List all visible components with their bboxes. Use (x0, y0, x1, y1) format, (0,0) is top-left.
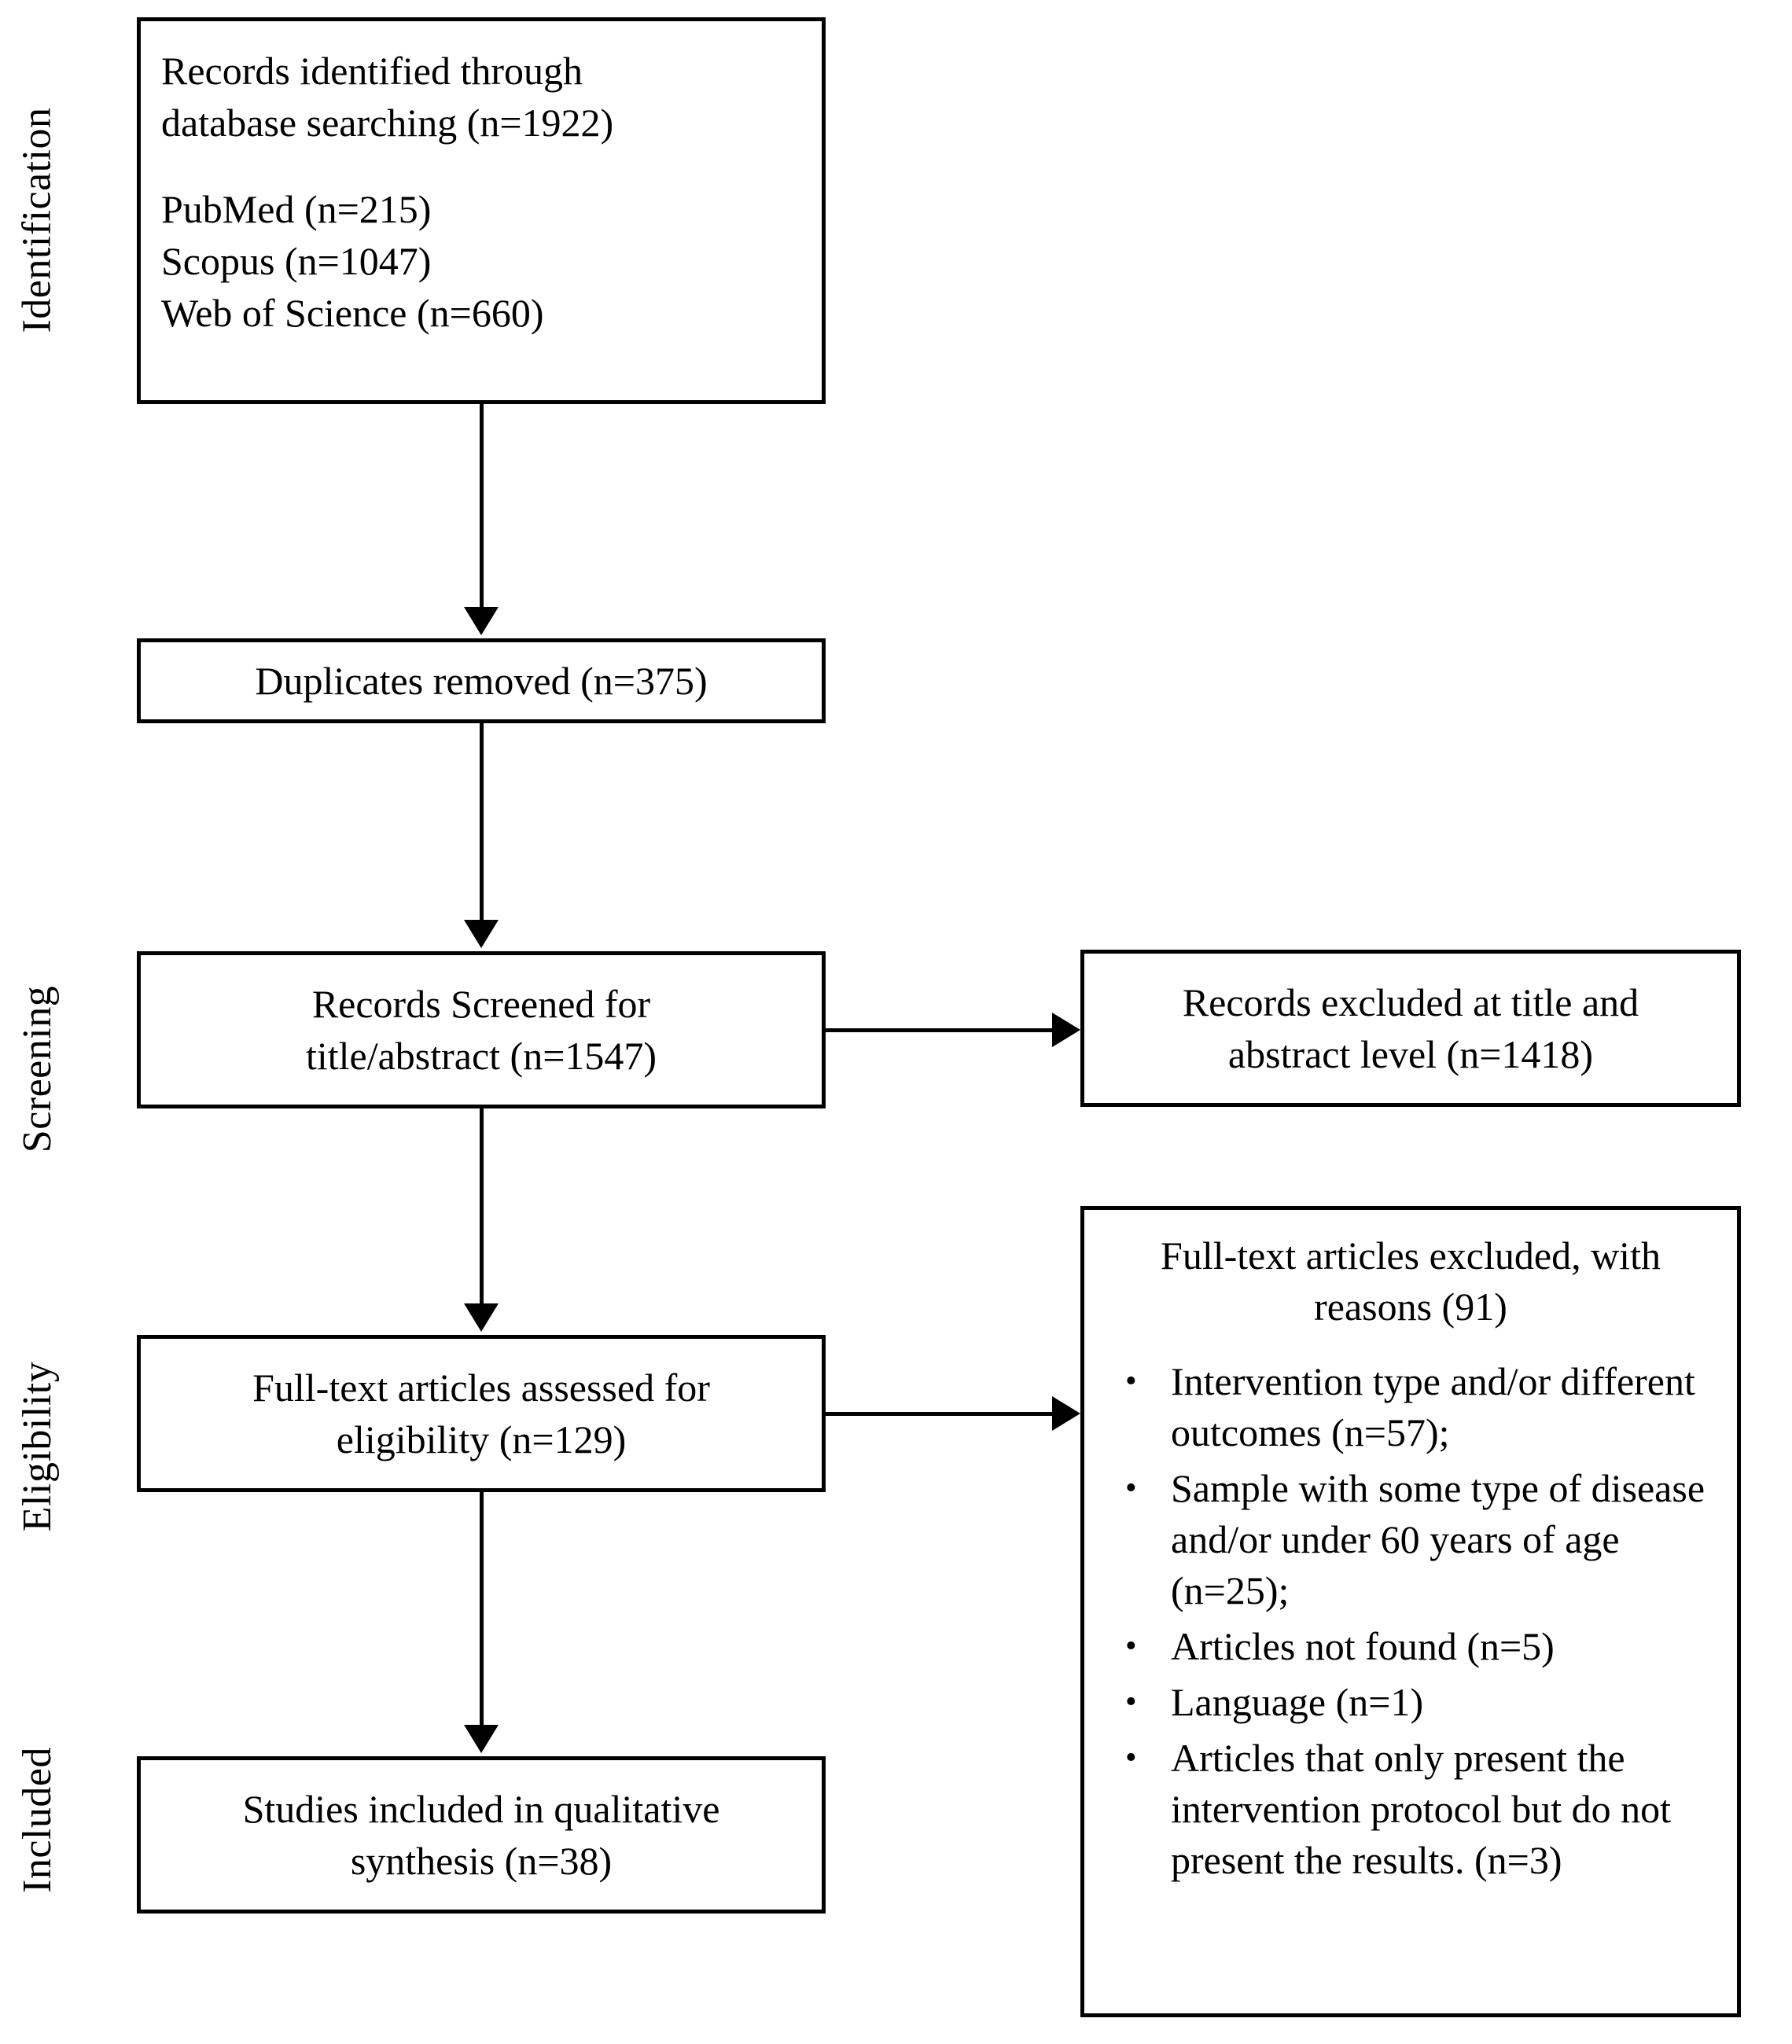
fulltext-assessed-line-1: Full-text articles assessed for (252, 1366, 710, 1410)
list-item: • Language (n=1) (1119, 1677, 1710, 1728)
reason-text: Articles that only present the intervent… (1171, 1736, 1672, 1882)
stage-label-included: Included (0, 1675, 75, 1965)
records-identified-line-1: Records identified through (161, 49, 583, 93)
source-web-of-science: Web of Science (n=660) (161, 291, 544, 335)
fulltext-assessed-line-2: eligibility (n=129) (336, 1417, 627, 1461)
stage-label-screening-text: Screening (15, 985, 60, 1153)
stage-label-included-text: Included (15, 1747, 60, 1893)
arrowhead-screened-to-excluded (1052, 1013, 1080, 1047)
spacer (161, 149, 801, 183)
connector-duplicates-to-screened (480, 723, 484, 921)
stage-label-eligibility-text: Eligibility (15, 1361, 60, 1532)
records-screened-line-1: Records Screened for (311, 982, 651, 1026)
box-studies-included: Studies included in qualitative synthesi… (137, 1756, 826, 1913)
records-excluded-line-2: abstract level (n=1418) (1227, 1032, 1594, 1076)
box-records-screened: Records Screened for title/abstract (n=1… (137, 951, 826, 1108)
stage-label-eligibility: Eligibility (0, 1281, 75, 1612)
bullet-icon: • (1125, 1363, 1137, 1399)
duplicates-removed-line-1: Duplicates removed (n=375) (255, 659, 708, 703)
connector-identified-to-duplicates (480, 404, 484, 608)
box-records-identified: Records identified through database sear… (137, 17, 826, 404)
stage-label-identification-text: Identification (15, 107, 61, 333)
box-fulltext-assessed: Full-text articles assessed for eligibil… (137, 1335, 826, 1492)
arrowhead-duplicates-to-screened (464, 920, 499, 948)
reason-text: Sample with some type of disease and/or … (1171, 1466, 1706, 1612)
bullet-icon: • (1125, 1740, 1137, 1776)
box-fulltext-excluded-reasons: Full-text articles excluded, with reason… (1080, 1206, 1741, 2017)
excluded-reasons-heading-line-2: reasons (91) (1314, 1285, 1507, 1329)
records-identified-line-2: database searching (n=1922) (161, 101, 614, 145)
reason-text: Articles not found (n=5) (1171, 1624, 1555, 1668)
bullet-icon: • (1125, 1628, 1137, 1664)
connector-screened-to-excluded (826, 1028, 1054, 1032)
reason-text: Language (n=1) (1171, 1680, 1424, 1724)
reason-text: Intervention type and/or different outco… (1171, 1359, 1695, 1454)
stage-label-screening: Screening (0, 904, 75, 1234)
box-records-excluded-title-abstract: Records excluded at title and abstract l… (1080, 950, 1741, 1107)
studies-included-line-1: Studies included in qualitative (242, 1787, 720, 1831)
excluded-reasons-list: • Intervention type and/or different out… (1084, 1356, 1737, 1891)
excluded-reasons-heading: Full-text articles excluded, with reason… (1084, 1230, 1737, 1333)
box-duplicates-removed: Duplicates removed (n=375) (137, 638, 826, 723)
bullet-icon: • (1125, 1684, 1137, 1720)
list-item: • Articles that only present the interve… (1119, 1733, 1710, 1886)
excluded-reasons-heading-line-1: Full-text articles excluded, with (1161, 1233, 1661, 1278)
connector-fulltext-to-included (480, 1492, 484, 1726)
records-screened-line-2: title/abstract (n=1547) (305, 1034, 657, 1078)
bullet-icon: • (1125, 1470, 1137, 1506)
arrowhead-fulltext-to-excluded-reasons (1052, 1396, 1080, 1431)
arrowhead-fulltext-to-included (464, 1725, 499, 1753)
arrowhead-screened-to-fulltext (464, 1303, 499, 1332)
stage-label-identification: Identification (0, 16, 75, 425)
source-scopus: Scopus (n=1047) (161, 239, 432, 283)
arrowhead-identified-to-duplicates (464, 607, 499, 635)
records-excluded-line-1: Records excluded at title and (1182, 980, 1639, 1024)
connector-fulltext-to-excluded-reasons (826, 1412, 1054, 1416)
list-item: • Articles not found (n=5) (1119, 1621, 1710, 1672)
connector-screened-to-fulltext (480, 1108, 484, 1305)
list-item: • Sample with some type of disease and/o… (1119, 1463, 1710, 1616)
list-item: • Intervention type and/or different out… (1119, 1356, 1710, 1458)
studies-included-line-2: synthesis (n=38) (350, 1839, 613, 1883)
source-pubmed: PubMed (n=215) (161, 187, 432, 231)
